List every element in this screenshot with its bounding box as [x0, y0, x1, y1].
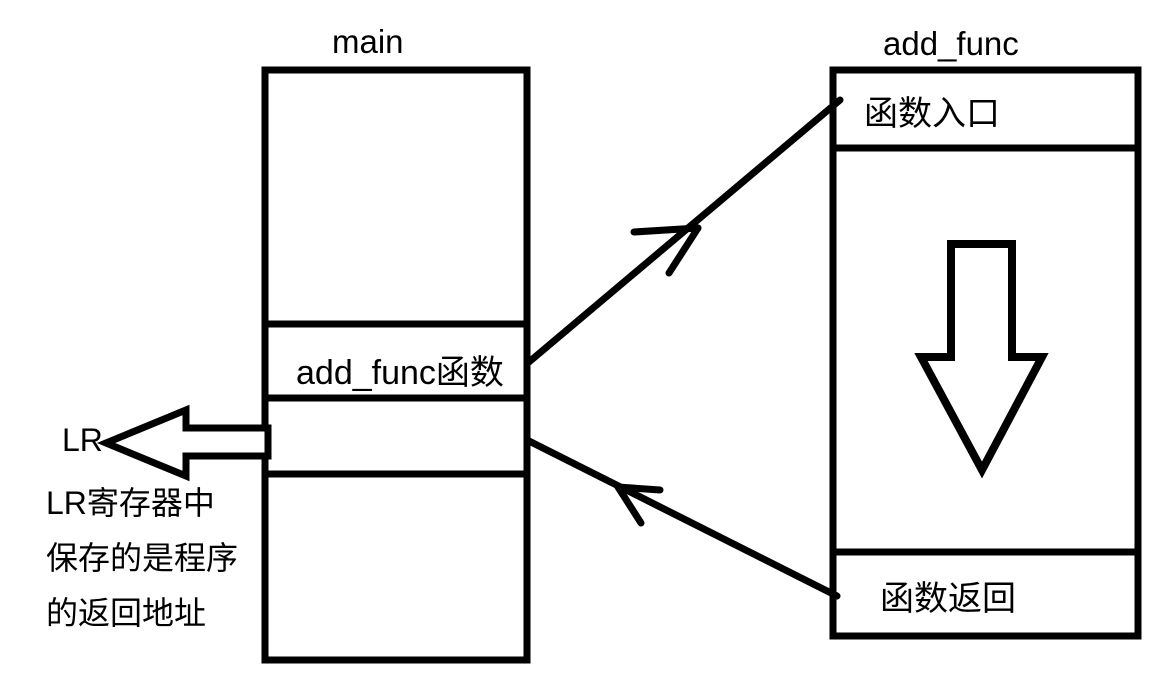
addfunc-cell-label-return: 函数返回 — [880, 580, 1016, 618]
lr-register-label: LR — [62, 422, 103, 458]
main-cell-label-add-func: add_func函数 — [296, 354, 504, 392]
main-block — [261, 66, 531, 664]
lr-note-line-3: 的返回地址 — [46, 595, 207, 631]
return-arrow-icon — [523, 436, 841, 600]
call-arrow-icon — [525, 96, 844, 366]
addfunc-cell-label-entry: 函数入口 — [864, 95, 1000, 133]
addfunc-block-title: add_func — [883, 25, 1019, 62]
lr-note-line-2: 保存的是程序 — [46, 540, 239, 576]
lr-note-line-1: LR寄存器中 — [46, 485, 215, 521]
main-block-title: main — [332, 23, 404, 60]
lr-arrow-icon — [96, 404, 272, 482]
body-flow-arrow-icon — [914, 240, 1049, 479]
main-block-outline — [261, 66, 531, 664]
